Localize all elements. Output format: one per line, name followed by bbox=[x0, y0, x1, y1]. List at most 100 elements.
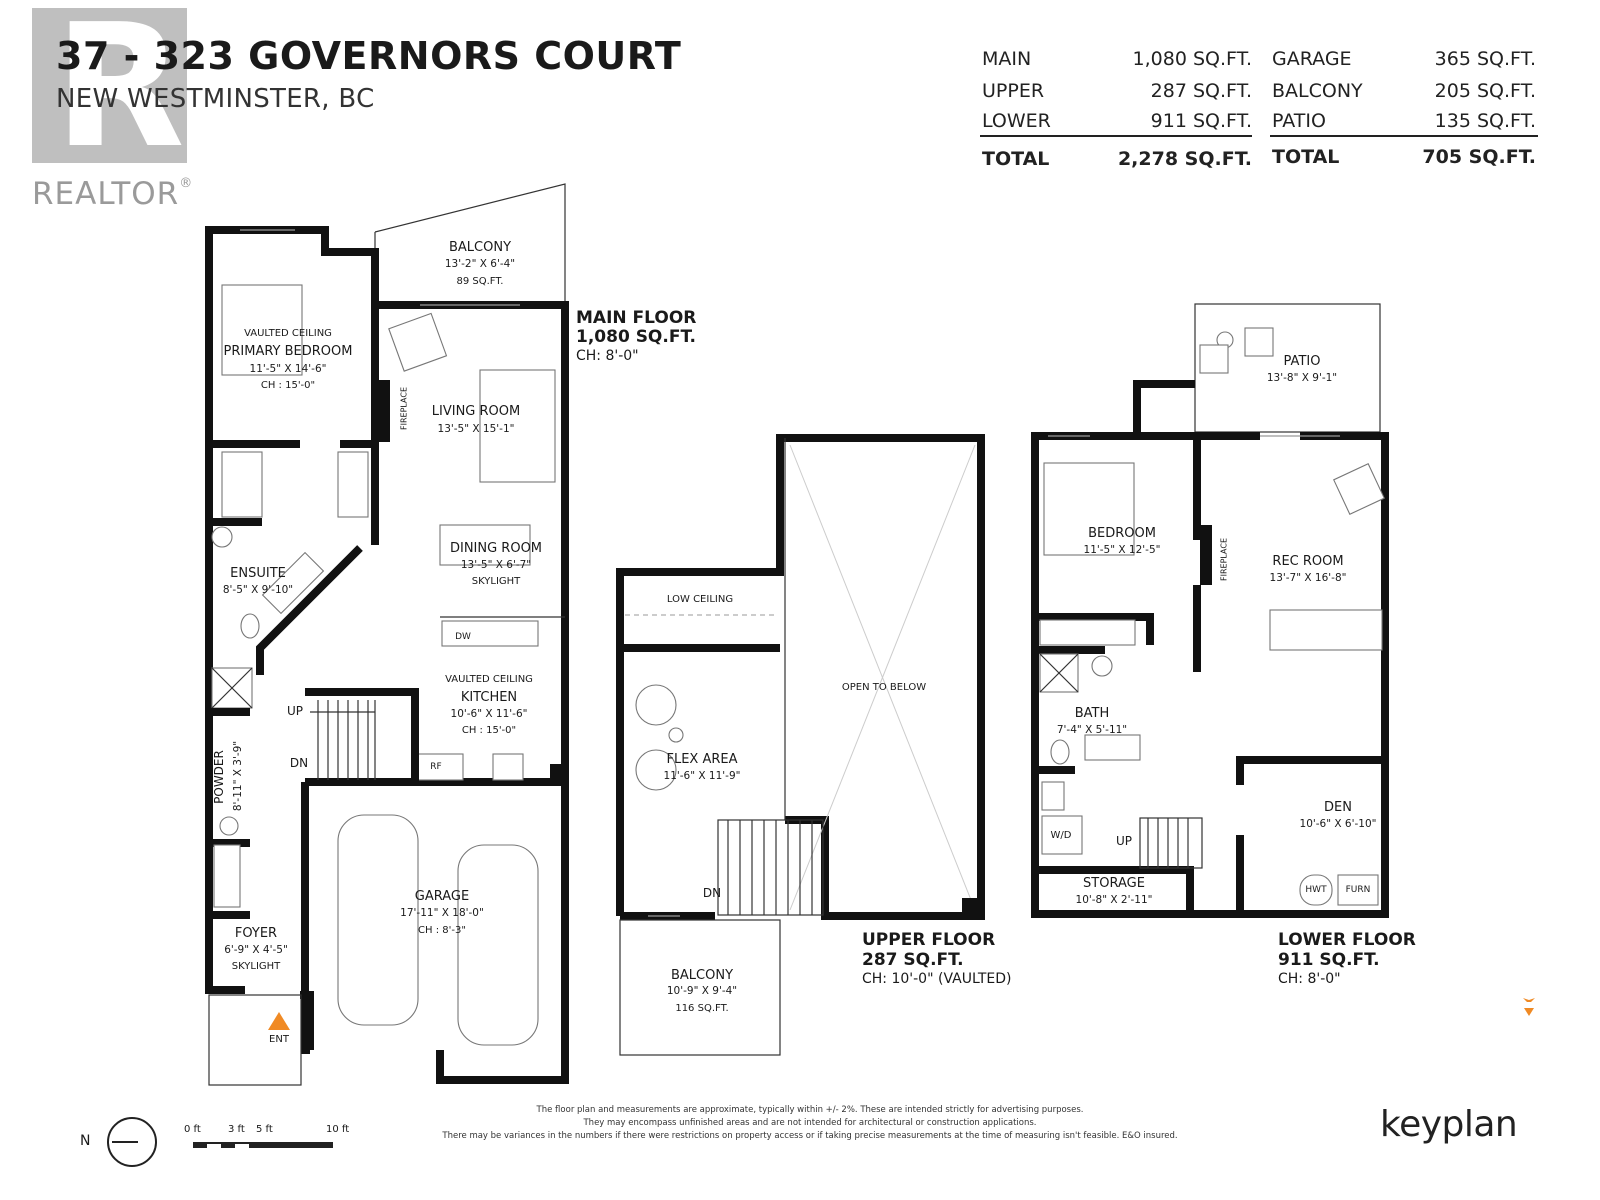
garage-name: GARAGE bbox=[414, 889, 470, 904]
primary-bed bbox=[221, 284, 303, 376]
dw-label: DW bbox=[455, 632, 471, 642]
entry-label: ENT bbox=[269, 1034, 289, 1045]
scale-label-5: 5 ft bbox=[256, 1124, 273, 1135]
storage-dim: 10'-8" X 2'-11" bbox=[1075, 894, 1153, 906]
scale-bar bbox=[193, 1142, 333, 1148]
disclaimer-line-3: There may be variances in the numbers if… bbox=[442, 1131, 1178, 1141]
furnace-label: FURN bbox=[1345, 885, 1371, 895]
wall-den-north bbox=[1236, 756, 1385, 785]
closet-right bbox=[337, 451, 369, 518]
upper-stairs-dn-label: DN bbox=[702, 886, 722, 900]
patio-chair-1 bbox=[1199, 344, 1229, 374]
kitchen-dim: 10'-6" X 11'-6" bbox=[450, 708, 528, 720]
disclaimer-line-2: They may encompass unfinished areas and … bbox=[583, 1118, 1037, 1128]
upper-wall-outline bbox=[616, 434, 985, 920]
primary-bedroom-dim: 11'-5" X 14'-6" bbox=[249, 363, 327, 375]
open-below-x2 bbox=[789, 444, 976, 911]
garage-dim: 17'-11" X 18'-0" bbox=[400, 907, 484, 919]
summary-value-garage: 365 SQ.FT. bbox=[1434, 48, 1536, 70]
property-address: 37 - 323 GOVERNORS COURT bbox=[56, 34, 682, 78]
wall-garage-west bbox=[301, 782, 310, 1054]
main-wall-west bbox=[205, 226, 379, 994]
living-room-name: LIVING ROOM bbox=[431, 404, 521, 419]
washer-dryer bbox=[1041, 815, 1083, 855]
main-floor-plan bbox=[205, 183, 569, 1086]
hwt-label: HWT bbox=[1305, 885, 1327, 895]
summary-label-main: MAIN bbox=[982, 48, 1032, 70]
living-sofa bbox=[479, 369, 556, 483]
summary-value-lower: 911 SQ.FT. bbox=[1150, 110, 1252, 132]
furnace bbox=[1337, 874, 1379, 906]
main-stairs-dn-label: DN bbox=[289, 756, 309, 770]
main-floor-ch: CH: 8'-0" bbox=[576, 348, 639, 364]
realtor-logo: R REALTOR® bbox=[32, 2, 192, 212]
primary-bedroom-ch: CH : 15'-0" bbox=[260, 380, 316, 391]
summary-value-patio: 135 SQ.FT. bbox=[1434, 110, 1536, 132]
ensuite-tub bbox=[261, 551, 325, 615]
keyplan-fox-icon bbox=[1523, 998, 1535, 1002]
upper-floor-name: UPPER FLOOR bbox=[862, 930, 996, 950]
bedroom-dim: 11'-5" X 12'-5" bbox=[1083, 544, 1161, 556]
scale-label-0: 0 ft bbox=[184, 1124, 201, 1135]
dining-room-dim: 13'-5" X 6'-7" bbox=[460, 559, 532, 571]
main-balcony-area: 89 SQ.FT. bbox=[456, 276, 504, 287]
scale-label-10: 10 ft bbox=[326, 1124, 350, 1135]
summary-value-main: 1,080 SQ.FT. bbox=[1132, 48, 1252, 70]
kitchen-name: KITCHEN bbox=[460, 690, 518, 705]
bedroom-name: BEDROOM bbox=[1088, 526, 1156, 541]
fireplace-main-block bbox=[378, 380, 390, 442]
wall-closet-east bbox=[340, 440, 379, 545]
keyplan-logo: keyplan bbox=[1380, 1104, 1518, 1145]
upper-floor-area: 287 SQ.FT. bbox=[862, 950, 964, 970]
wall-stair bbox=[305, 688, 419, 782]
patio-outline bbox=[1194, 303, 1381, 433]
realtor-r-mark: R bbox=[54, 0, 185, 186]
upper-post bbox=[962, 898, 980, 916]
lower-closet bbox=[1039, 619, 1136, 646]
fireplace-lower-label: FIREPLACE bbox=[1219, 537, 1229, 582]
garage-ch: CH : 8'-3" bbox=[418, 925, 466, 936]
foyer-name: FOYER bbox=[234, 926, 278, 941]
upper-floor-plan bbox=[616, 434, 985, 1056]
summary-rule-right bbox=[1270, 135, 1538, 137]
lower-stairs-up-label: UP bbox=[1115, 834, 1133, 848]
upper-balcony-name: BALCONY bbox=[670, 968, 734, 983]
ensuite-dim: 8'-5" X 9'-10" bbox=[222, 584, 294, 596]
summary-value-total-left: 2,278 SQ.FT. bbox=[1117, 148, 1252, 170]
dining-room-name: DINING ROOM bbox=[449, 541, 543, 556]
hwt-tank bbox=[1299, 874, 1333, 906]
kitchen-note: VAULTED CEILING bbox=[445, 674, 533, 685]
main-stairs-up-label: UP bbox=[286, 704, 304, 718]
foyer-note: SKYLIGHT bbox=[231, 961, 281, 972]
main-balcony-dim: 13'-2" X 6'-4" bbox=[444, 258, 516, 270]
disclaimer-line-1: The floor plan and measurements are appr… bbox=[536, 1105, 1084, 1115]
realtor-wordmark: REALTOR® bbox=[32, 176, 194, 212]
lower-floor-name: LOWER FLOOR bbox=[1278, 930, 1416, 950]
primary-bedroom-name: PRIMARY BEDROOM bbox=[223, 344, 353, 359]
dining-table bbox=[439, 524, 531, 566]
summary-label-patio: PATIO bbox=[1272, 110, 1326, 132]
laundry-sink bbox=[1041, 781, 1065, 811]
lower-bed bbox=[1043, 462, 1135, 556]
living-room-dim: 13'-5" X 15'-1" bbox=[437, 423, 515, 435]
rf-label: RF bbox=[430, 762, 442, 772]
rec-room-name: REC ROOM bbox=[1272, 554, 1344, 569]
powder-dim: 8'-11" X 3'-9" bbox=[232, 740, 244, 812]
bath-dim: 7'-4" X 5'-11" bbox=[1056, 724, 1128, 736]
fireplace-main-label: FIREPLACE bbox=[399, 386, 409, 431]
lower-floor-plan bbox=[1031, 303, 1389, 918]
den-dim: 10'-6" X 6'-10" bbox=[1299, 818, 1377, 830]
lower-wall-patio bbox=[1133, 380, 1195, 432]
rec-room-dim: 13'-7" X 16'-8" bbox=[1269, 572, 1347, 584]
summary-label-garage: GARAGE bbox=[1272, 48, 1352, 70]
scale-label-3: 3 ft bbox=[228, 1124, 245, 1135]
rec-armchair bbox=[1333, 463, 1385, 515]
summary-label-total-right: TOTAL bbox=[1272, 146, 1340, 168]
patio-name: PATIO bbox=[1283, 354, 1321, 369]
upper-floor-ch: CH: 10'-0" (VAULTED) bbox=[862, 971, 1012, 987]
low-ceiling-label: LOW CEILING bbox=[666, 594, 734, 605]
lower-sink bbox=[1091, 655, 1113, 677]
wall-ensuite-diagonal bbox=[256, 545, 363, 675]
lower-toilet bbox=[1050, 739, 1070, 765]
